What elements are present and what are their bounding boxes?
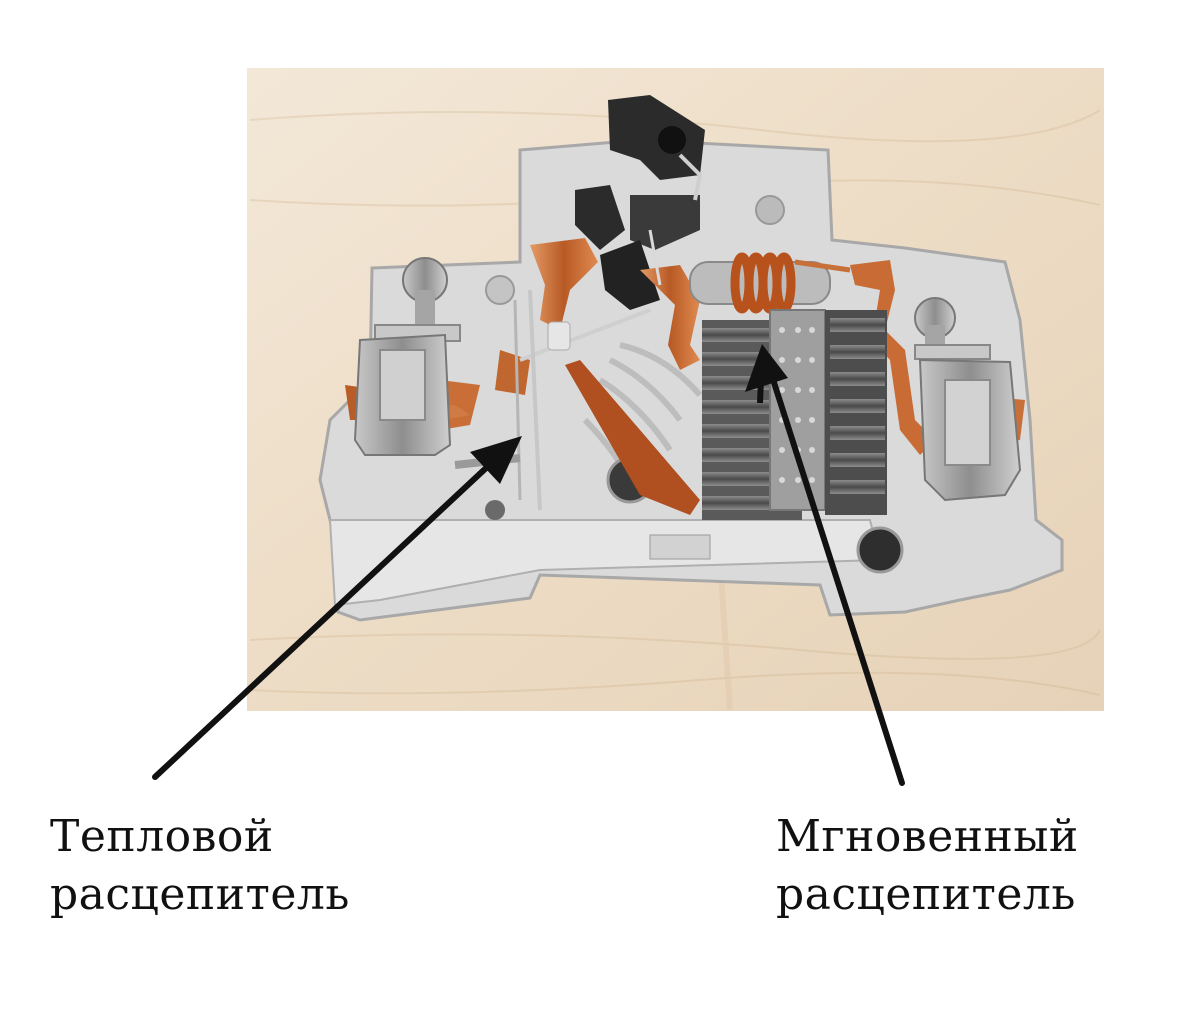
instant-release-caption: Мгновенный расцепитель — [776, 808, 1079, 924]
thermal-release-line2: расцепитель — [50, 869, 350, 920]
left-terminal — [353, 257, 461, 456]
right-terminal — [914, 297, 1022, 502]
arrow-instant — [745, 344, 905, 786]
arc-chute — [702, 309, 887, 520]
instant-release-line1: Мгновенный — [776, 811, 1079, 862]
instant-release-line2: расцепитель — [776, 869, 1076, 920]
thermal-release-line1: Тепловой — [50, 811, 274, 862]
toggle-mechanism — [575, 95, 705, 310]
arrow-thermal — [152, 436, 522, 780]
photo — [247, 68, 1104, 711]
annotation-arrows — [152, 344, 905, 786]
solenoid-coil — [689, 252, 851, 314]
thermal-release-caption: Тепловой расцепитель — [50, 808, 350, 924]
